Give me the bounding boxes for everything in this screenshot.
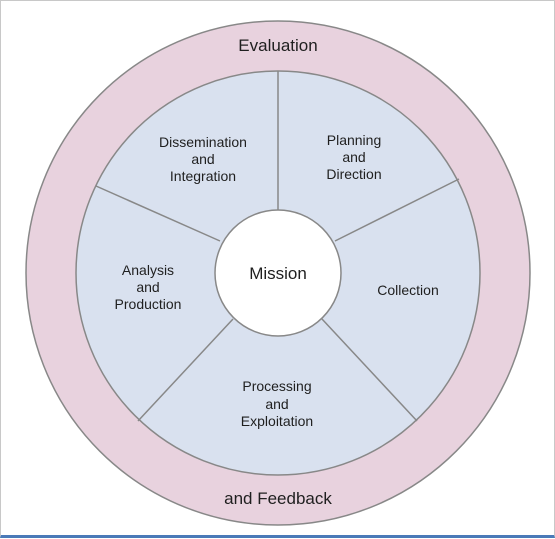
divider-lower-left [137,318,234,422]
segment-label-line: Planning [327,132,382,148]
segment-label-line: and [191,151,214,167]
segment-label-line: and [136,279,159,295]
mission-label: Mission [249,264,307,283]
segment-dividers [95,71,460,422]
segment-processing-exploitation: Processing and Exploitation [241,378,313,429]
segment-label-line: Analysis [122,262,174,278]
segment-planning-direction: Planning and Direction [326,132,381,182]
ring-bottom-label: and Feedback [224,489,332,508]
mission-circle [214,209,342,337]
segment-analysis-production: Analysis and Production [115,262,182,312]
segment-collection: Collection [377,282,438,298]
divider-upper-right [334,178,460,242]
segment-label-line: Production [115,296,182,312]
segment-label-line: and [342,149,365,165]
divider-lower-right [321,318,418,422]
divider-upper-left [95,185,221,242]
segment-label-line: and [265,396,288,412]
segment-label-line: Exploitation [241,413,313,429]
ring-top-label: Evaluation [238,36,317,55]
segment-label-line: Direction [326,166,381,182]
segment-dissemination-integration: Dissemination and Integration [159,134,247,184]
segment-label-line: Collection [377,282,438,298]
segment-label-line: Dissemination [159,134,247,150]
segment-label-line: Processing [242,378,311,394]
segment-label-line: Integration [170,168,236,184]
